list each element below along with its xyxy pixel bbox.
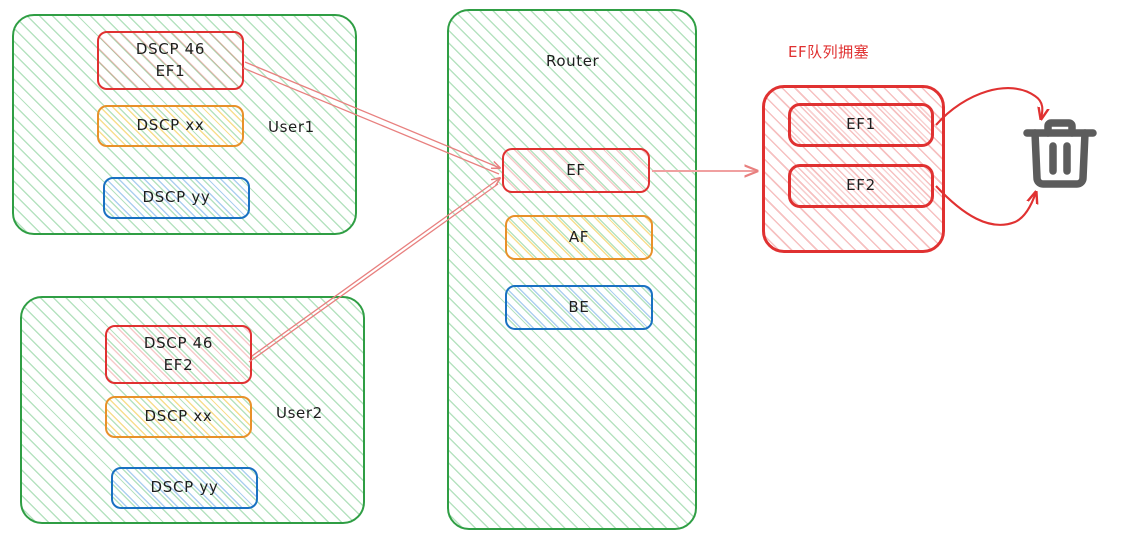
congestion-queue-ef1-text: EF1 (846, 115, 876, 134)
congestion-title: EF队列拥塞 (788, 43, 870, 61)
congestion-queue-ef2-text: EF2 (846, 176, 876, 195)
user2-packet-ef-line2: EF2 (163, 355, 194, 374)
user2-packet-af[interactable]: DSCP xx (105, 396, 252, 438)
user2-packet-af-text: DSCP xx (144, 407, 213, 426)
congestion-queue-ef1[interactable]: EF1 (788, 103, 934, 147)
router-queue-ef-text: EF (566, 160, 586, 179)
router-queue-be-text: BE (568, 297, 590, 316)
router-queue-af-text: AF (568, 227, 590, 246)
user1-packet-be-text: DSCP yy (142, 188, 211, 207)
arrow-ef2-to-trash (935, 185, 1036, 226)
user2-packet-ef[interactable]: DSCP 46 EF2 (105, 325, 252, 384)
user1-packet-ef-line2: EF1 (155, 61, 186, 80)
user1-packet-ef-text: DSCP 46 EF1 (136, 39, 205, 83)
router-queue-ef[interactable]: EF (502, 148, 650, 193)
congestion-queue-ef2[interactable]: EF2 (788, 164, 934, 208)
user1-packet-be[interactable]: DSCP yy (103, 177, 250, 219)
user2-packet-ef-text: DSCP 46 EF2 (144, 333, 213, 377)
router-container (447, 9, 697, 530)
trash-can-icon (1023, 119, 1097, 188)
user1-label: User1 (268, 118, 315, 136)
user2-label: User2 (276, 404, 323, 422)
user1-packet-ef-line1: DSCP 46 (135, 39, 206, 58)
router-queue-be[interactable]: BE (505, 285, 653, 330)
user2-packet-be-text: DSCP yy (150, 478, 219, 497)
user1-packet-af-text: DSCP xx (136, 116, 205, 135)
router-queue-af[interactable]: AF (505, 215, 653, 260)
user1-packet-af[interactable]: DSCP xx (97, 105, 244, 147)
user1-packet-ef[interactable]: DSCP 46 EF1 (97, 31, 244, 90)
user2-packet-be[interactable]: DSCP yy (111, 467, 258, 509)
router-label: Router (546, 52, 600, 70)
user2-packet-ef-line1: DSCP 46 (143, 333, 214, 352)
